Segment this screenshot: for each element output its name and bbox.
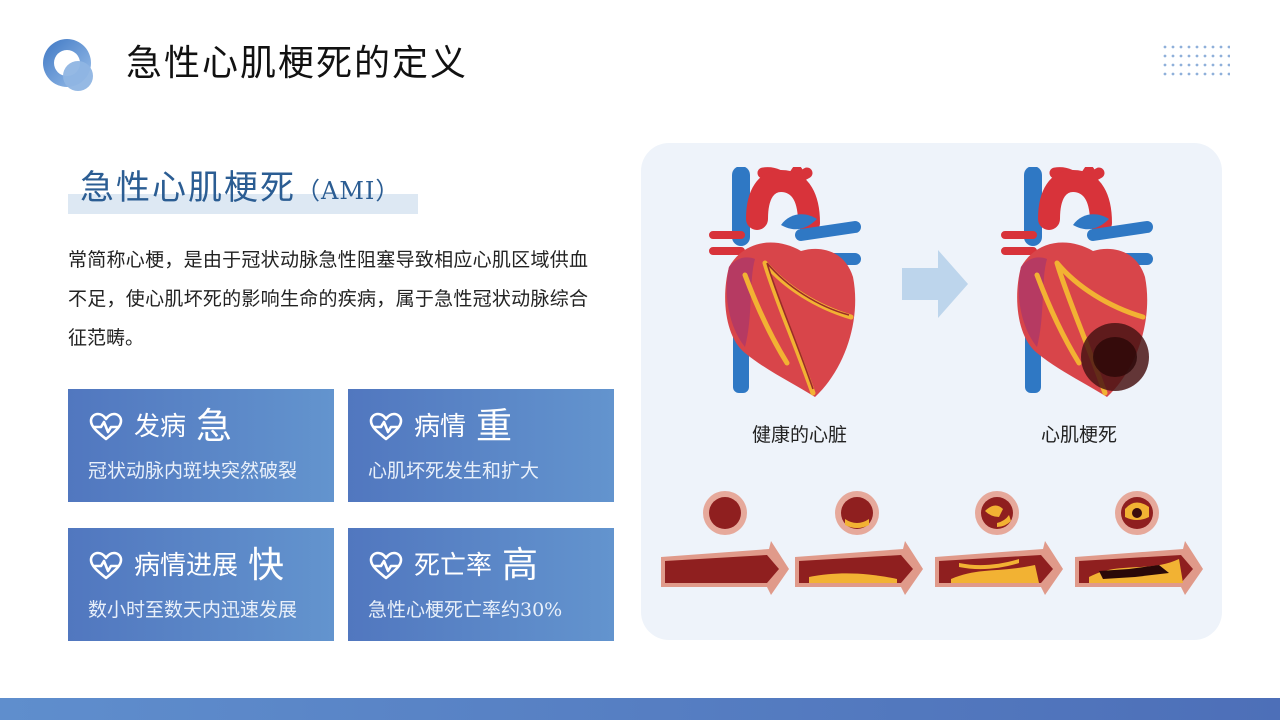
dot-grid-decoration	[1163, 45, 1230, 76]
card-detail: 冠状动脉内斑块突然破裂	[88, 460, 298, 482]
subtitle-highlight	[68, 194, 418, 214]
right-arrow-icon	[902, 250, 968, 318]
subtitle-main: 急性心肌梗死	[80, 168, 296, 208]
page-title: 急性心肌梗死的定义	[126, 43, 469, 84]
infarct-heart-icon	[1001, 167, 1153, 397]
subtitle-abbreviation: （AMI）	[296, 177, 401, 205]
heartbeat-icon	[89, 412, 123, 441]
footer-bar	[0, 698, 1280, 720]
card-label: 死亡率	[414, 551, 493, 581]
illustration-panel: 健康的心脏 心肌梗死	[641, 143, 1222, 640]
card-emphasis: 快	[248, 545, 285, 586]
heartbeat-icon	[89, 551, 123, 580]
card-emphasis: 重	[476, 406, 513, 447]
card-label: 病情	[414, 412, 467, 442]
heartbeat-icon	[369, 412, 403, 441]
card-detail: 心肌坏死发生和扩大	[368, 460, 540, 482]
artery-stage-1	[661, 491, 789, 595]
feature-card-mortality: 死亡率高 急性心梗死亡率约30%	[348, 528, 614, 641]
artery-stage-4	[1075, 491, 1203, 595]
card-emphasis: 高	[502, 545, 539, 586]
artery-stage-3	[935, 491, 1063, 595]
card-label: 发病	[134, 412, 187, 442]
card-label: 病情进展	[134, 551, 239, 581]
heartbeat-icon	[369, 551, 403, 580]
feature-card-severity: 病情重 心肌坏死发生和扩大	[348, 389, 614, 502]
section-subtitle: 急性心肌梗死（AMI）	[80, 166, 400, 213]
feature-card-onset: 发病急 冠状动脉内斑块突然破裂	[68, 389, 334, 502]
infarct-heart-label: 心肌梗死	[1041, 424, 1118, 446]
logo-icon	[43, 39, 93, 91]
card-emphasis: 急	[196, 406, 233, 447]
card-detail: 数小时至数天内迅速发展	[88, 599, 298, 621]
healthy-heart-icon	[709, 167, 861, 397]
definition-text: 常简称心梗，是由于冠状动脉急性阻塞导致相应心肌区域供血不足，使心肌坏死的影响生命…	[68, 249, 588, 349]
card-detail: 急性心梗死亡率约30%	[368, 599, 563, 621]
feature-card-progression: 病情进展快 数小时至数天内迅速发展	[68, 528, 334, 641]
artery-stage-2	[795, 491, 923, 595]
artery-progression-diagram	[661, 491, 1203, 595]
healthy-heart-label: 健康的心脏	[752, 424, 848, 446]
